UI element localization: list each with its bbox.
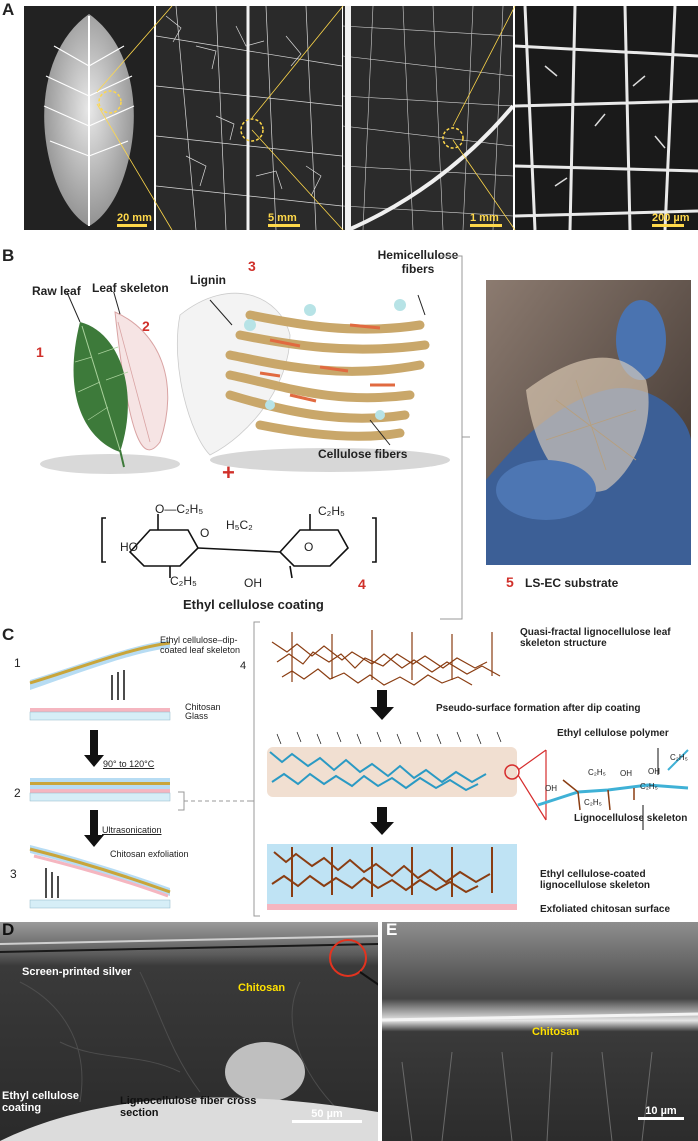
leaf-skeleton-label: Leaf skeleton xyxy=(92,281,169,295)
zoom-lines xyxy=(96,5,516,231)
step-1-number: 1 xyxy=(36,344,44,360)
ethyl-cellulose-structure xyxy=(101,514,377,579)
step-5-number: 5 xyxy=(506,574,514,590)
panel-c-bracket xyxy=(178,621,260,917)
fiber-cross-section-label: Lignocellulose fiber cross section xyxy=(120,1095,257,1119)
leaf-sem-image-2 xyxy=(156,6,342,230)
chem-ho: HO xyxy=(120,540,138,554)
scale-bar-5mm: 5 mm xyxy=(268,212,300,227)
chem-h5c2: H₅C₂ xyxy=(226,518,253,532)
dip-coated-label: Ethyl cellulose–dip-coated leaf skeleton xyxy=(160,635,241,655)
scale-bar-20mm: 20 mm xyxy=(117,212,152,227)
vein-detail-graphic xyxy=(343,6,513,230)
vein-closeup-graphic xyxy=(515,6,698,230)
chitosan-layer-label: Chitosan xyxy=(185,702,221,712)
panel-label-b: B xyxy=(2,246,15,265)
step-2-number: 2 xyxy=(142,318,150,334)
scale-bar-1mm: 1 mm xyxy=(470,212,502,227)
sem-cross-section-d xyxy=(0,922,378,1141)
c-step-2: 2 xyxy=(14,786,21,800)
glass-layer-label: Glass xyxy=(185,711,209,721)
molecular-inset-graphic xyxy=(518,748,689,830)
leaf-sem-image-3 xyxy=(343,6,513,230)
cellulose-fibers-label: Cellulose fibers xyxy=(318,447,408,461)
panel-label-d: D xyxy=(2,920,15,939)
ultrasonication-label: Ultrasonication xyxy=(102,825,162,835)
c-step-1: 1 xyxy=(14,656,21,670)
chitosan-label-e: Chitosan xyxy=(532,1026,580,1038)
chem-c2h5-right: C₂H₅ xyxy=(318,504,345,518)
sem-e-texture xyxy=(382,922,698,1141)
leaf-sem-image-4 xyxy=(515,6,698,230)
panel-label-a: A xyxy=(2,0,15,19)
fractal-skeleton-label: Quasi-fractal lignocellulose leaf skelet… xyxy=(520,627,671,649)
lignocellulose-skeleton-label: Lignocellulose skeleton xyxy=(574,813,688,824)
scale-bar-50um: 50 µm xyxy=(292,1108,362,1123)
mol-oh-3: OH xyxy=(648,767,660,776)
chitosan-label-d: Chitosan xyxy=(238,982,286,994)
step-4-number: 4 xyxy=(358,576,366,592)
cellulose-fiber-bundle-illustration xyxy=(177,292,450,472)
leaf-sem-image-1 xyxy=(24,6,154,230)
chem-o-ring: O xyxy=(304,540,314,554)
skeleton-coating-schematic xyxy=(267,630,520,910)
c-step-4: 4 xyxy=(240,660,247,672)
ls-ec-substrate-label: LS-EC substrate xyxy=(525,576,619,590)
mol-oh-1: OH xyxy=(545,784,557,793)
panel-b-bracket xyxy=(440,255,470,620)
plus-sign: + xyxy=(222,460,235,485)
c-step-3: 3 xyxy=(10,867,17,881)
scale-bar-10um: 10 µm xyxy=(638,1105,684,1120)
hemicellulose-label: Hemicellulose fibers xyxy=(377,248,459,276)
mol-c2h5-a: C₂H₅ xyxy=(588,768,606,777)
lignin-label: Lignin xyxy=(190,273,226,287)
chem-oc2h5-top: O—C₂H₅ xyxy=(155,502,204,516)
chem-c2h5-bottom: C₂H₅ xyxy=(170,574,197,588)
mol-c2h5-c: C₂H₅ xyxy=(584,798,602,807)
ethyl-cellulose-coating-label: Ethyl cellulose coating xyxy=(183,597,324,612)
mol-c2h5-d: C₂H₅ xyxy=(670,753,688,762)
mol-oh-2: OH xyxy=(620,769,632,778)
ethyl-cellulose-coating-label-d: Ethyl cellulose coating xyxy=(2,1090,80,1114)
mol-c2h5-b: C₂H₅ xyxy=(640,782,658,791)
ec-polymer-label: Ethyl cellulose polymer xyxy=(557,728,669,739)
chitosan-exfoliation-label: Chitosan exfoliation xyxy=(110,849,189,859)
panel-label-c: C xyxy=(2,625,15,644)
leaf-illustration xyxy=(40,292,180,474)
glove-holding-substrate xyxy=(486,280,691,565)
exfoliated-chitosan-label: Exfoliated chitosan surface xyxy=(540,904,671,915)
sem-cross-section-e xyxy=(382,922,698,1141)
screen-printed-silver-label: Screen-printed silver xyxy=(22,966,132,978)
raw-leaf-label: Raw leaf xyxy=(32,284,81,298)
chem-oh: OH xyxy=(244,576,262,590)
leaf-outline-graphic xyxy=(43,14,135,226)
chem-o-bridge: O xyxy=(200,526,210,540)
process-steps-illustration xyxy=(29,640,171,909)
pseudo-surface-label: Pseudo-surface formation after dip coati… xyxy=(436,703,641,714)
ec-coated-skeleton-label: Ethyl cellulose-coated lignocellulose sk… xyxy=(540,869,651,891)
ls-ec-substrate-photo xyxy=(486,280,691,565)
sem-d-texture xyxy=(0,922,378,1141)
step-3-number: 3 xyxy=(248,258,256,274)
scale-bar-200um: 200 µm xyxy=(652,212,690,227)
temperature-label: 90° to 120°C xyxy=(103,759,155,769)
vein-network-graphic xyxy=(156,6,342,230)
panel-label-e: E xyxy=(386,920,398,939)
